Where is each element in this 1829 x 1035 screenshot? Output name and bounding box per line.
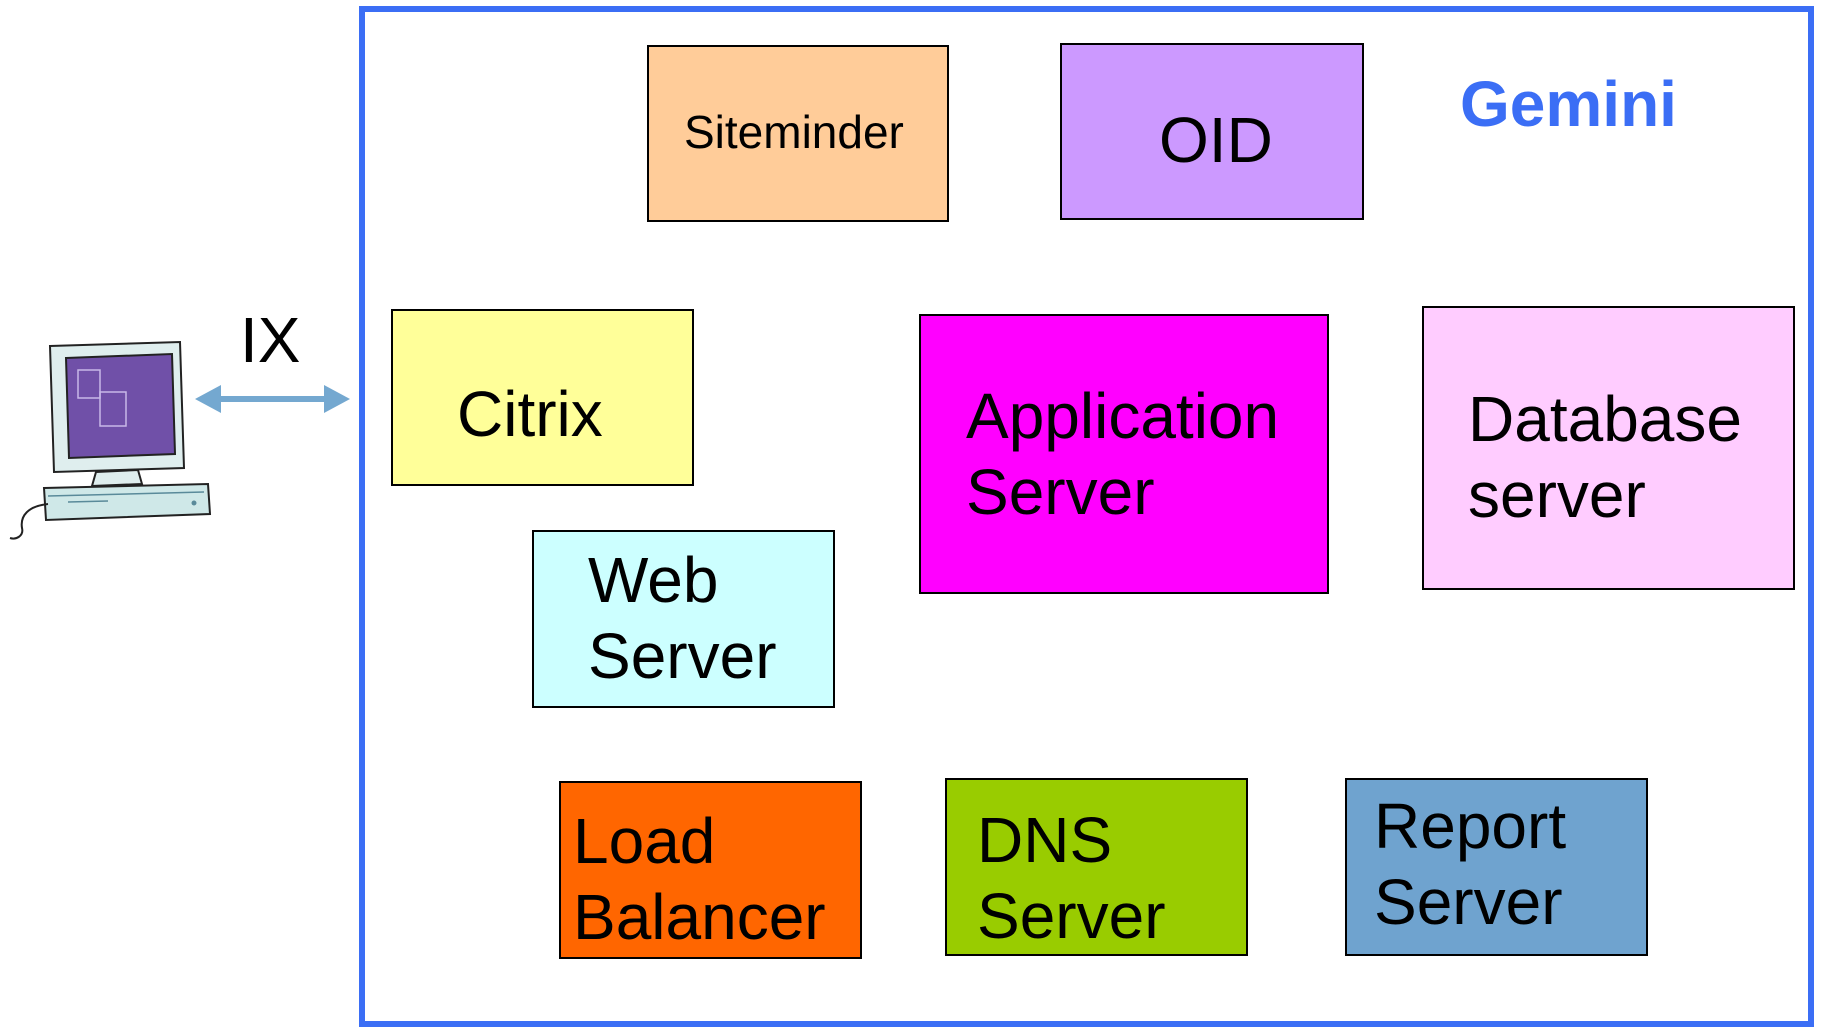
oid-box: OID — [1060, 43, 1364, 220]
citrix-label: Citrix — [457, 378, 603, 450]
desktop-computer-icon — [9, 340, 212, 540]
system-title: Gemini — [1460, 68, 1677, 140]
database-server-label: Database server — [1468, 383, 1742, 531]
application-server-label: Application Server — [966, 380, 1280, 528]
report-server-box: Report Server — [1345, 778, 1648, 956]
load-balancer-label: Load Balancer — [573, 805, 826, 953]
report-server-label: Report Server — [1374, 790, 1567, 938]
bidirectional-arrow-icon — [195, 385, 350, 413]
dns-server-box: DNS Server — [945, 778, 1248, 956]
oid-label: OID — [1159, 104, 1273, 176]
system-boundary — [359, 6, 1814, 1027]
load-balancer-box: Load Balancer — [559, 781, 862, 959]
web-server-box: Web Server — [532, 530, 835, 708]
citrix-box: Citrix — [391, 309, 694, 486]
database-server-box: Database server — [1422, 306, 1795, 590]
link-label: IX — [240, 304, 301, 376]
siteminder-label: Siteminder — [684, 106, 904, 158]
application-server-box: Application Server — [919, 314, 1329, 594]
dns-server-label: DNS Server — [977, 804, 1166, 952]
web-server-label: Web Server — [588, 544, 777, 692]
siteminder-box: Siteminder — [647, 45, 949, 222]
